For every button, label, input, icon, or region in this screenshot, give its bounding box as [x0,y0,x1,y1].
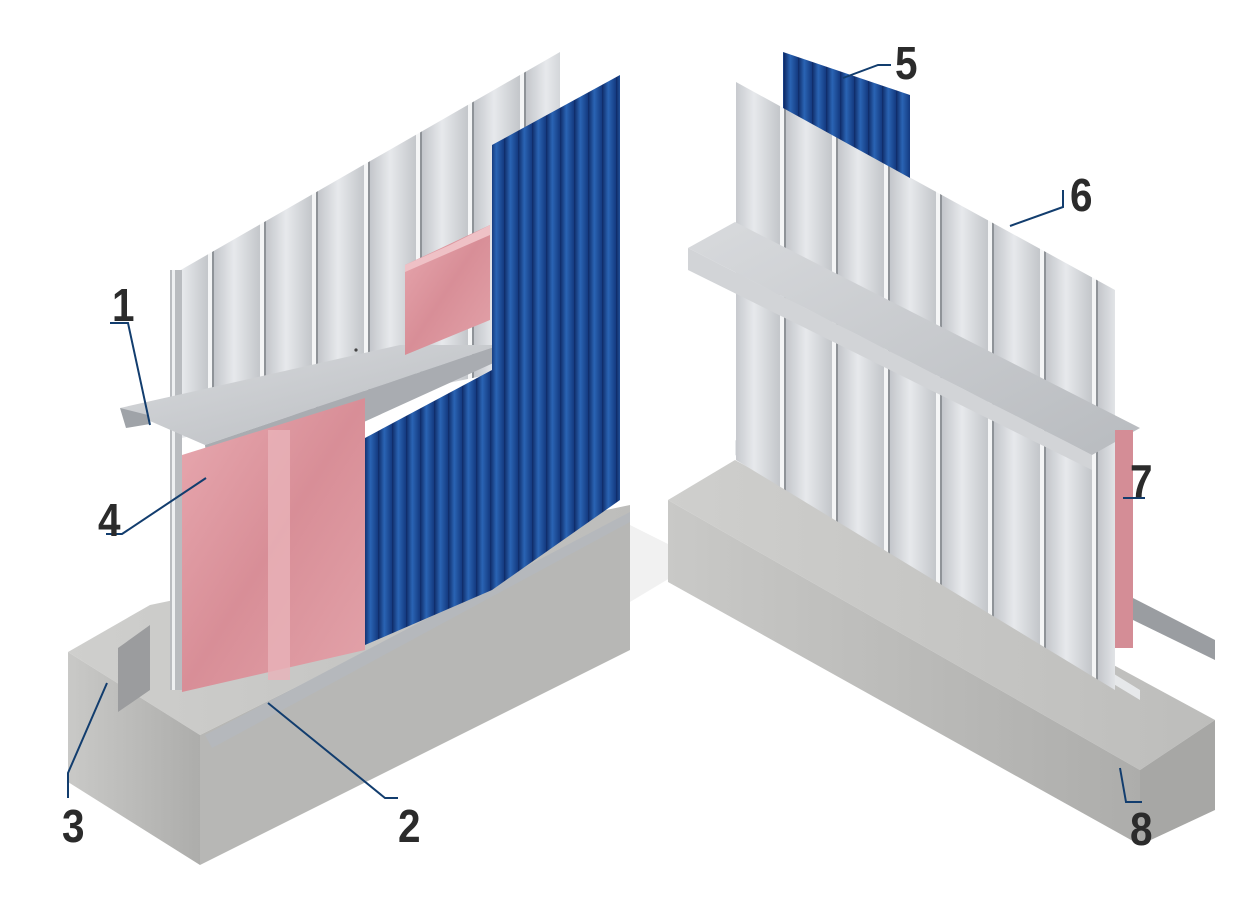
leader-line-8 [1119,767,1142,803]
left-view [68,52,700,865]
leader-line-3 [67,682,108,798]
callout-7: 7 [1130,455,1153,507]
callout-3: 3 [62,800,85,852]
girt-left [120,345,500,445]
leader-line-2 [267,702,398,799]
insulation-left [182,225,490,692]
corrugated-cladding-left [365,75,620,645]
insulation-edge-right [1115,430,1133,648]
callout-5: 5 [895,37,918,89]
concrete-base-right [668,460,1215,845]
leader-line-6 [1009,190,1064,227]
callout-8: 8 [1130,803,1153,855]
right-view [668,52,1215,845]
callout-6: 6 [1070,169,1093,221]
base-flashing [205,512,630,748]
callout-2: 2 [398,800,421,852]
girt-right [688,222,1140,455]
leader-lines [67,64,1145,803]
leader-line-4 [106,477,207,535]
corrugated-cladding-right [783,52,910,178]
steel-liner-trays-left [172,52,560,440]
leader-line-5 [842,64,891,79]
leader-line-1 [110,322,151,426]
callout-4: 4 [98,494,121,546]
vertical-post [170,270,182,690]
callout-1: 1 [112,279,135,331]
